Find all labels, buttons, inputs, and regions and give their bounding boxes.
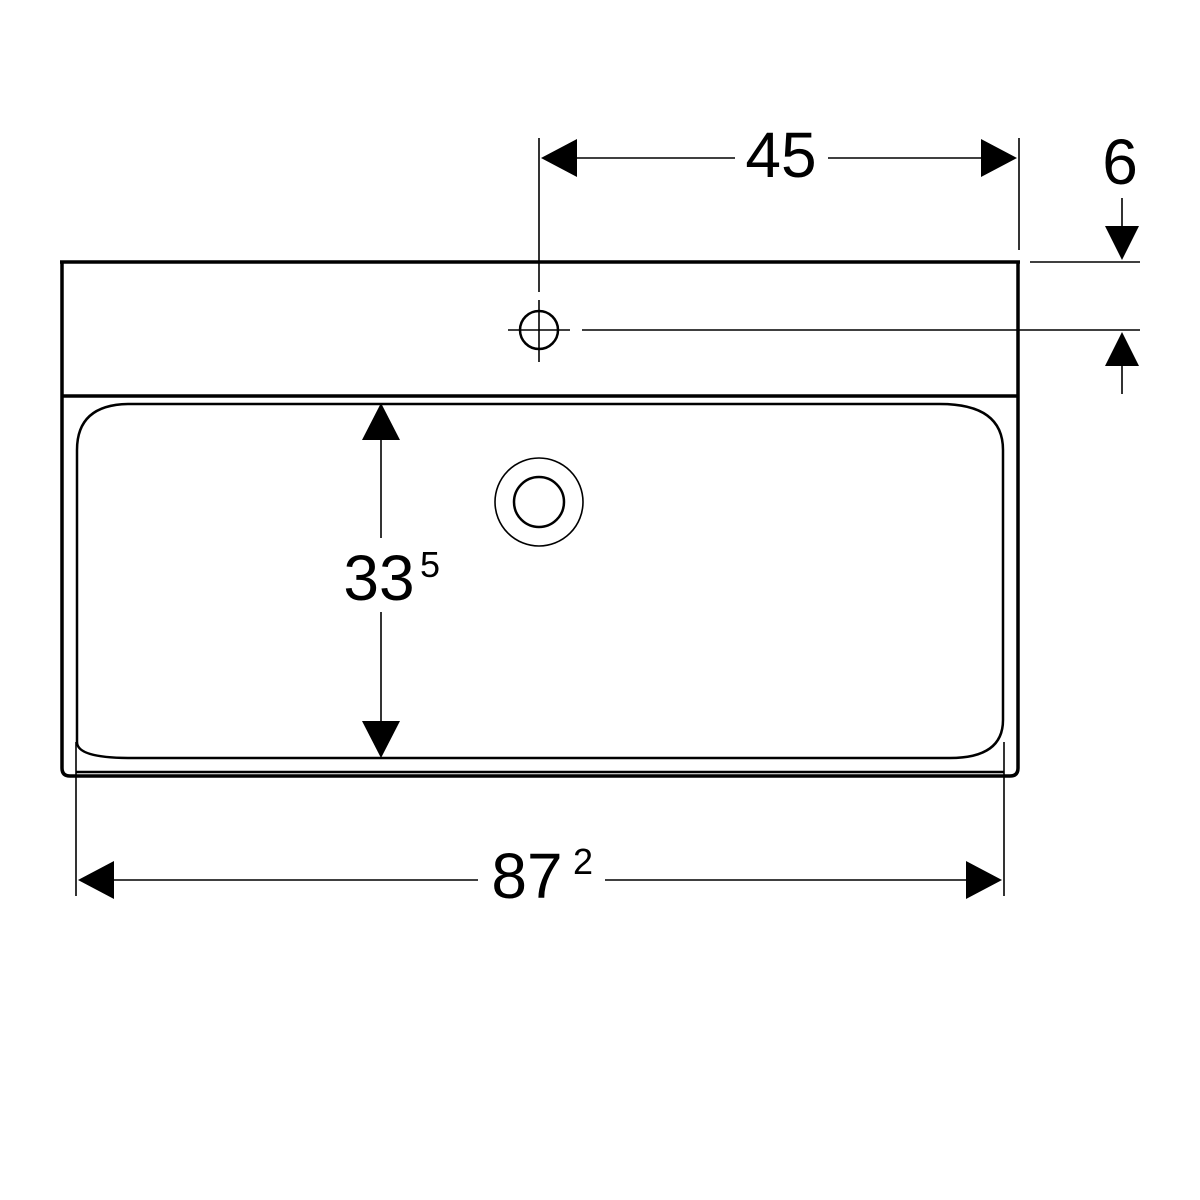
dimension-label-87-fraction: 2 xyxy=(573,841,593,882)
arrowhead-width-left xyxy=(78,861,114,899)
dimension-label-33-fraction: 5 xyxy=(420,544,440,585)
arrowhead-depth-down xyxy=(362,721,400,758)
dimension-33-5: 33 5 xyxy=(343,403,440,758)
dimension-45: 45 xyxy=(538,119,1020,292)
drain-outer-ring xyxy=(494,457,584,547)
arrowhead-6-up xyxy=(1105,332,1139,366)
dimension-label-45: 45 xyxy=(745,119,816,191)
drain xyxy=(494,457,584,547)
dimension-6: 6 xyxy=(582,126,1140,394)
dimension-87-2: 87 2 xyxy=(75,742,1005,912)
arrowhead-width-right xyxy=(966,861,1002,899)
drain-inner-ring xyxy=(512,475,566,529)
arrowhead-45-left xyxy=(541,139,577,177)
dimension-label-6: 6 xyxy=(1102,126,1138,198)
bowl-outline xyxy=(75,402,1005,760)
dimension-label-33: 33 xyxy=(343,542,414,614)
basin-outline xyxy=(60,260,1020,778)
basin-outer-edge xyxy=(60,262,1020,778)
arrowhead-6-down xyxy=(1105,226,1139,260)
arrowhead-45-right xyxy=(981,139,1017,177)
tap-hole xyxy=(508,300,570,362)
dimension-label-87: 87 xyxy=(491,840,562,912)
arrowhead-depth-up xyxy=(362,403,400,440)
